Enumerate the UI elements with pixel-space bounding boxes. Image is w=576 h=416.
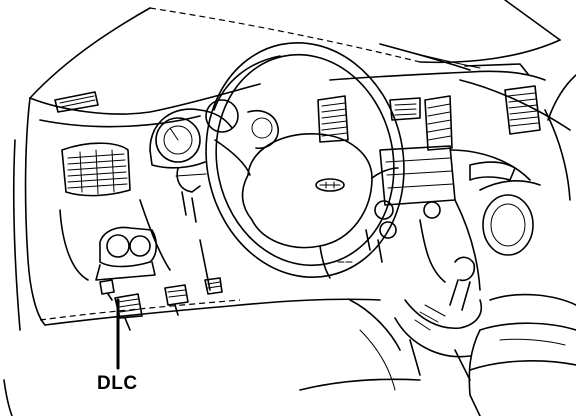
steering-column <box>175 167 207 223</box>
left-side-panel <box>3 97 46 416</box>
center-console <box>379 145 481 291</box>
right-dashboard <box>449 74 576 256</box>
left-side-vent <box>61 142 131 197</box>
center-vents <box>317 95 453 151</box>
lower-dashboard <box>39 199 401 351</box>
windshield-edge <box>29 0 561 99</box>
right-upper-vent <box>504 85 541 135</box>
passenger-seat <box>468 293 576 416</box>
gear-shifter <box>394 256 482 381</box>
left-upper-vent <box>54 91 99 113</box>
dashboard-top <box>29 43 546 128</box>
instrument-cluster <box>149 99 279 169</box>
pedals <box>114 277 223 331</box>
dlc-label: DLC <box>97 373 138 394</box>
steering-wheel <box>205 41 405 279</box>
dlc-connector <box>99 279 115 301</box>
floor-lines <box>299 329 421 391</box>
